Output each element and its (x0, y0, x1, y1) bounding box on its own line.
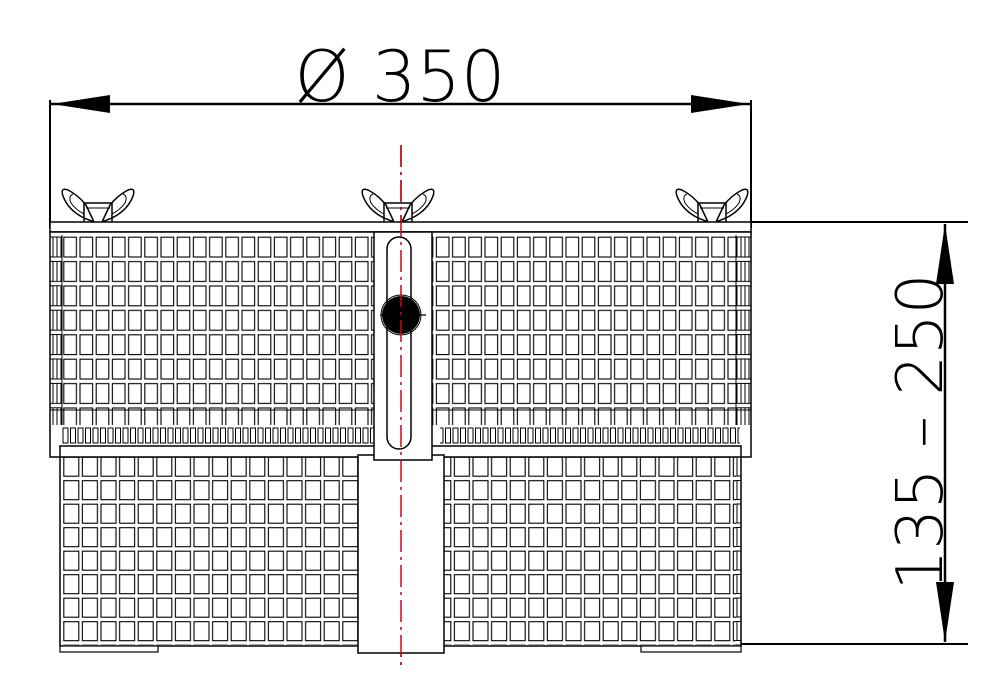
diameter-label: Ø 350 (295, 36, 506, 118)
upper-rim-band-right (440, 426, 740, 446)
height-arrow-top (936, 224, 954, 284)
dimension-arrow-right (691, 95, 749, 113)
upper-mesh-right (432, 235, 736, 425)
upper-mesh-left (62, 235, 374, 425)
center-post (357, 454, 445, 654)
dimension-arrow-left (52, 95, 110, 113)
wing-nut-left (61, 188, 135, 224)
upper-rim-band (62, 426, 374, 446)
foot-left (59, 645, 159, 653)
upper-basket (49, 231, 752, 458)
upper-mesh-edge-right (736, 235, 751, 425)
diameter-dimension: Ø 350 (49, 36, 752, 228)
strap-slot (386, 236, 412, 450)
height-label: 135 – 250 (884, 274, 958, 591)
height-dimension: 135 – 250 (741, 221, 968, 645)
wing-nut-center (361, 188, 435, 224)
upper-mesh-edge-left (50, 235, 62, 425)
wing-nut-right (675, 188, 749, 224)
foot-right (640, 645, 742, 653)
lower-mesh-left (62, 455, 358, 645)
height-arrow-bottom (936, 582, 954, 642)
adjustment-strap (373, 231, 433, 461)
lower-mesh-right (444, 455, 736, 645)
